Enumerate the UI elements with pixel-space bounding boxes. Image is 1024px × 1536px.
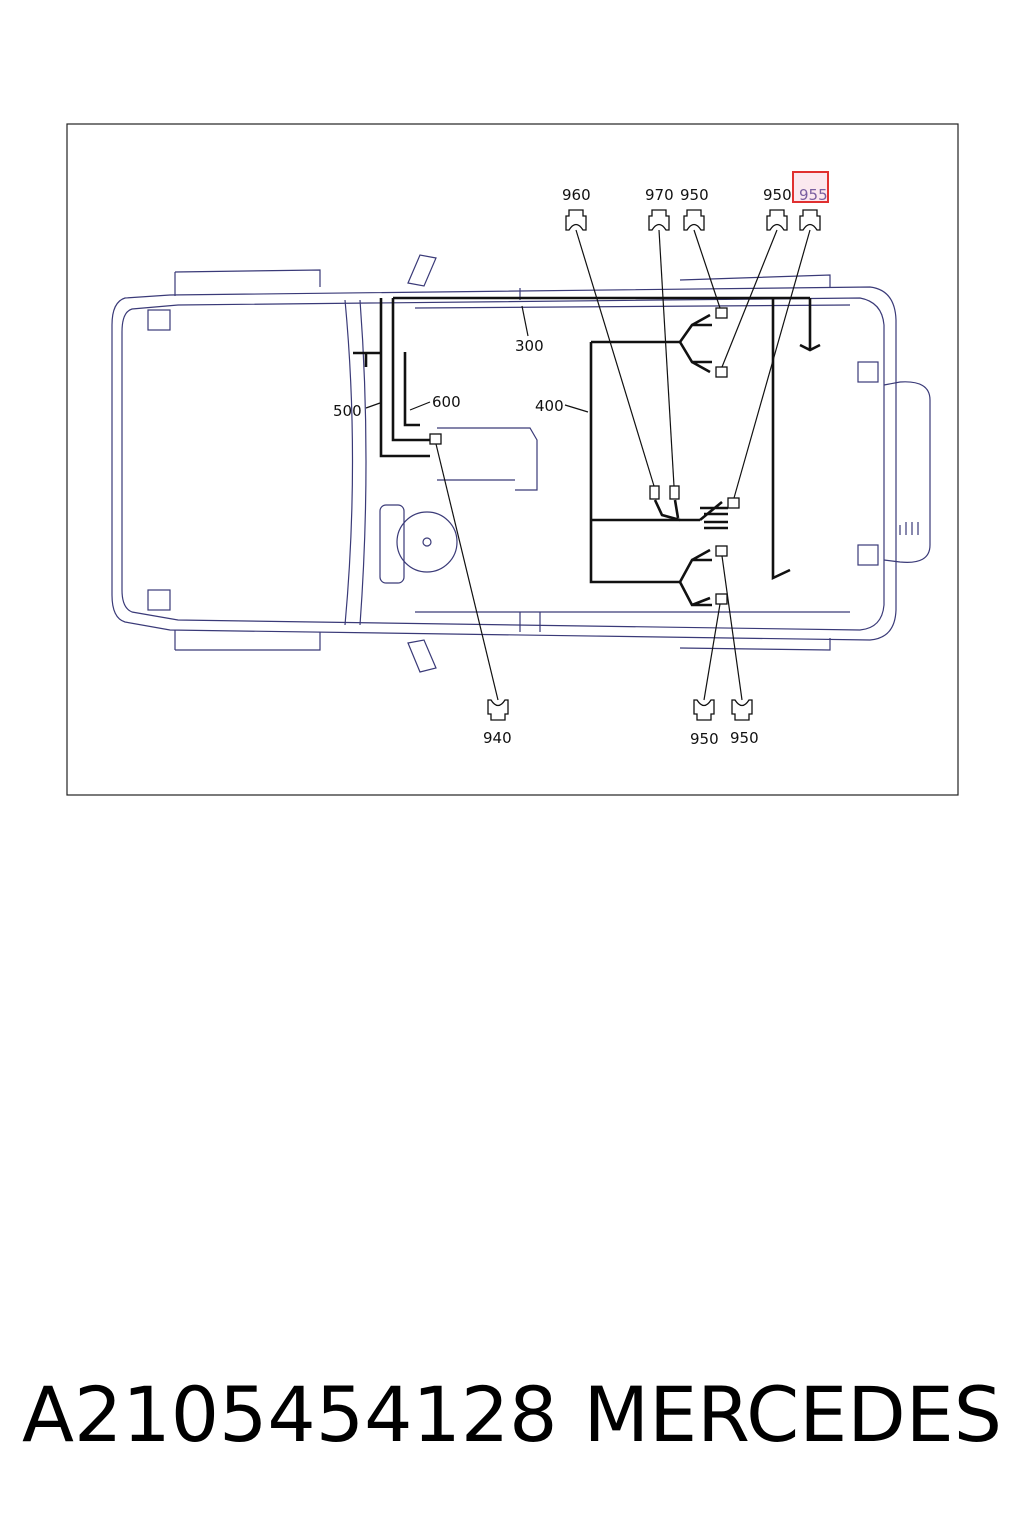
connector-symbols <box>487 209 821 721</box>
harness-label-600: 600 <box>432 393 461 411</box>
harness-label-300: 300 <box>515 337 544 355</box>
brand-name: MERCEDES <box>583 1370 1002 1459</box>
connector-label-950-bot-b: 950 <box>730 729 759 747</box>
vehicle-outline <box>111 254 931 673</box>
leader-lines <box>365 229 811 701</box>
harness-connector-boxes <box>429 307 740 605</box>
footer: A2105454128 MERCEDES <box>0 1370 1024 1480</box>
harness-label-500: 500 <box>333 402 362 420</box>
wiring-diagram: 300 400 500 600 960 970 950 950 955 940 … <box>66 123 959 796</box>
diagram-frame <box>66 123 959 796</box>
connector-label-950-top-b: 950 <box>763 186 792 204</box>
connector-label-970: 970 <box>645 186 674 204</box>
connector-label-950-top-a: 950 <box>680 186 709 204</box>
harness-label-400: 400 <box>535 397 564 415</box>
connector-label-940: 940 <box>483 729 512 747</box>
harness-wires <box>353 296 821 607</box>
connector-label-955[interactable]: 955 <box>799 186 828 204</box>
part-number: A2105454128 <box>22 1370 558 1459</box>
connector-label-960: 960 <box>562 186 591 204</box>
connector-label-950-bot-a: 950 <box>690 730 719 748</box>
highlight-box <box>792 171 829 203</box>
